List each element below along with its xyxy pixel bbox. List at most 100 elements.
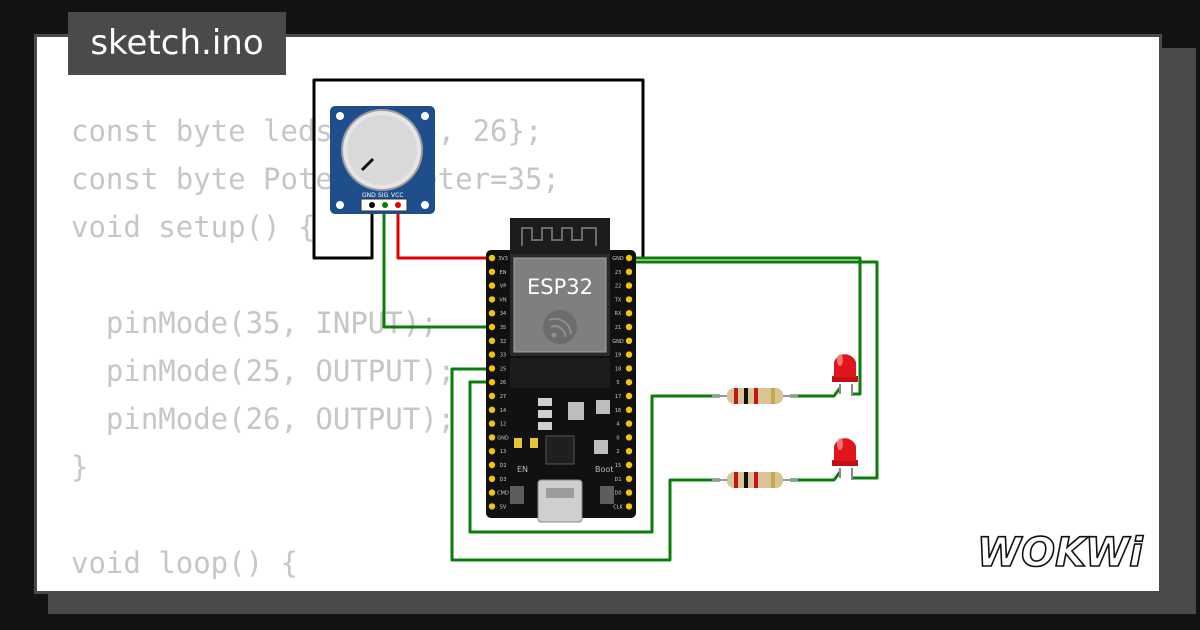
esp32-pin-left-25[interactable] bbox=[488, 365, 496, 372]
esp32-pin-left-26[interactable] bbox=[488, 379, 496, 386]
pot-pin-sig[interactable] bbox=[382, 202, 388, 208]
wire-vcc[interactable] bbox=[396, 204, 490, 260]
wokwi-logo: WOKWi bbox=[976, 529, 1145, 577]
esp32-pin-label: 33 bbox=[500, 353, 506, 359]
esp32-pin-left-vp[interactable] bbox=[488, 282, 496, 289]
esp32-pin-label: 16 bbox=[615, 408, 621, 414]
esp32-pin-left-en[interactable] bbox=[488, 268, 496, 275]
esp32-pin-label: 4 bbox=[616, 422, 619, 428]
led-2[interactable] bbox=[832, 438, 858, 480]
pot-pin-label-gnd: GND bbox=[362, 192, 376, 199]
esp32-pin-label: 15 bbox=[615, 463, 621, 469]
esp32-pin-label: VN bbox=[499, 297, 506, 303]
esp32-pin-left-33[interactable] bbox=[488, 351, 496, 358]
code-line: pinMode(35, INPUT); bbox=[71, 306, 438, 340]
esp32-pin-right-16[interactable] bbox=[625, 406, 633, 413]
esp32-pin-label: 26 bbox=[500, 380, 506, 386]
esp32-pin-label: CMD bbox=[497, 491, 509, 497]
esp32-pin-right-gnd[interactable] bbox=[625, 254, 633, 262]
potentiometer[interactable]: GND SIG VCC bbox=[330, 106, 435, 214]
wire-gpio26[interactable] bbox=[450, 367, 720, 562]
esp32-pin-left-27[interactable] bbox=[488, 392, 496, 400]
esp32-pin-right-clk[interactable] bbox=[625, 503, 633, 510]
wire-res2-led2[interactable] bbox=[790, 471, 842, 482]
esp32-pin-right-rx[interactable] bbox=[625, 310, 633, 317]
esp32-pin-label: 14 bbox=[500, 408, 506, 414]
esp32-pin-label: TX bbox=[614, 297, 622, 303]
potentiometer-knob-indicator bbox=[360, 157, 375, 172]
esp32-pin-left-vn[interactable] bbox=[488, 296, 496, 303]
esp32-pin-left-d2[interactable] bbox=[488, 461, 496, 469]
esp32-pin-label: 18 bbox=[615, 366, 621, 372]
led-1[interactable] bbox=[832, 354, 858, 396]
boot-button[interactable] bbox=[600, 486, 614, 504]
esp32-pin-left-gnd[interactable] bbox=[488, 434, 496, 441]
esp32-pin-right-15[interactable] bbox=[625, 461, 633, 469]
esp32-pin-right-5[interactable] bbox=[625, 379, 633, 386]
esp32-pin-right-21[interactable] bbox=[625, 323, 633, 331]
esp32-pin-right-d1[interactable] bbox=[625, 475, 633, 482]
esp32-pin-label: VP bbox=[500, 284, 506, 290]
wire-gnd-led2[interactable] bbox=[632, 260, 879, 480]
esp32-pin-left-14[interactable] bbox=[488, 406, 496, 413]
esp32-pin-label: 23 bbox=[615, 270, 621, 276]
esp32-chip-label: ESP32 bbox=[527, 275, 593, 299]
esp32-pin-right-4[interactable] bbox=[625, 420, 633, 427]
esp32-pin-label: GND bbox=[612, 339, 624, 345]
code-editor: const byte leds[]={25, 26};const byte Po… bbox=[71, 107, 560, 587]
esp32-pin-label: 35 bbox=[500, 325, 506, 331]
esp32-pin-right-2[interactable] bbox=[625, 448, 633, 455]
esp32-pin-label: 21 bbox=[615, 325, 621, 331]
pot-pin-label-sig: SIG bbox=[378, 192, 389, 199]
esp32-pin-left-32[interactable] bbox=[488, 337, 496, 344]
esp32-pin-right-17[interactable] bbox=[625, 392, 633, 400]
esp32-pin-left-35[interactable] bbox=[488, 323, 496, 331]
wire-sig[interactable] bbox=[382, 204, 490, 329]
esp32-pin-right-22[interactable] bbox=[625, 282, 633, 289]
code-line: void setup() { bbox=[71, 210, 316, 244]
esp32-pin-left-5v[interactable] bbox=[488, 503, 496, 510]
esp32-pin-left-cmd[interactable] bbox=[488, 489, 496, 496]
wire-gnd-led1[interactable] bbox=[632, 256, 862, 396]
esp32-pin-label: 27 bbox=[500, 394, 506, 400]
en-button[interactable] bbox=[510, 486, 524, 504]
esp32-pin-right-tx[interactable] bbox=[625, 296, 633, 303]
usb-port[interactable] bbox=[537, 479, 583, 523]
esp32-board[interactable]: ESP32 EN Boot 3V3ENVPVN34353233252627141… bbox=[486, 218, 636, 523]
esp32-pin-left-d3[interactable] bbox=[488, 475, 496, 482]
en-label: EN bbox=[517, 465, 528, 474]
wire-res1-led1[interactable] bbox=[790, 387, 842, 398]
esp32-pin-label: 34 bbox=[500, 311, 506, 317]
esp32-pin-label: EN bbox=[500, 270, 507, 276]
esp32-pin-label: GND bbox=[497, 435, 509, 441]
esp32-pin-left-13[interactable] bbox=[488, 448, 496, 455]
esp32-pin-label: D1 bbox=[614, 477, 621, 483]
esp32-pin-right-d0[interactable] bbox=[625, 489, 633, 496]
esp32-pin-label: 12 bbox=[500, 422, 506, 428]
esp32-pin-left-3v3[interactable] bbox=[488, 254, 496, 262]
pot-pin-label-vcc: VCC bbox=[391, 192, 403, 199]
esp32-pin-label: 2 bbox=[616, 449, 619, 455]
pot-pin-vcc[interactable] bbox=[395, 202, 401, 208]
esp32-pin-label: 0 bbox=[616, 435, 619, 441]
wokwi-logo-text: WOKWi bbox=[977, 530, 1144, 576]
file-tab[interactable]: sketch.ino bbox=[68, 12, 286, 75]
esp32-pin-left-12[interactable] bbox=[488, 420, 496, 427]
boot-label: Boot bbox=[595, 465, 613, 474]
esp32-pin-right-19[interactable] bbox=[625, 351, 633, 358]
esp32-pin-label: 13 bbox=[500, 449, 506, 455]
esp32-pin-label: 32 bbox=[500, 339, 506, 345]
wire-gpio25[interactable] bbox=[468, 380, 720, 534]
esp32-pin-left-34[interactable] bbox=[488, 310, 496, 317]
esp32-pin-label: 22 bbox=[615, 284, 621, 290]
esp32-pin-right-23[interactable] bbox=[625, 268, 633, 275]
esp32-pin-right-0[interactable] bbox=[625, 434, 633, 441]
esp32-pin-right-18[interactable] bbox=[625, 365, 633, 372]
resistor-1[interactable] bbox=[712, 388, 798, 404]
esp32-pin-label: CLK bbox=[613, 504, 623, 510]
esp32-pin-label: 5V bbox=[500, 504, 507, 510]
esp32-pin-right-gnd[interactable] bbox=[625, 337, 633, 344]
pot-pin-gnd[interactable] bbox=[369, 202, 375, 208]
esp32-pin-label: D3 bbox=[499, 477, 506, 483]
resistor-2[interactable] bbox=[712, 472, 798, 488]
